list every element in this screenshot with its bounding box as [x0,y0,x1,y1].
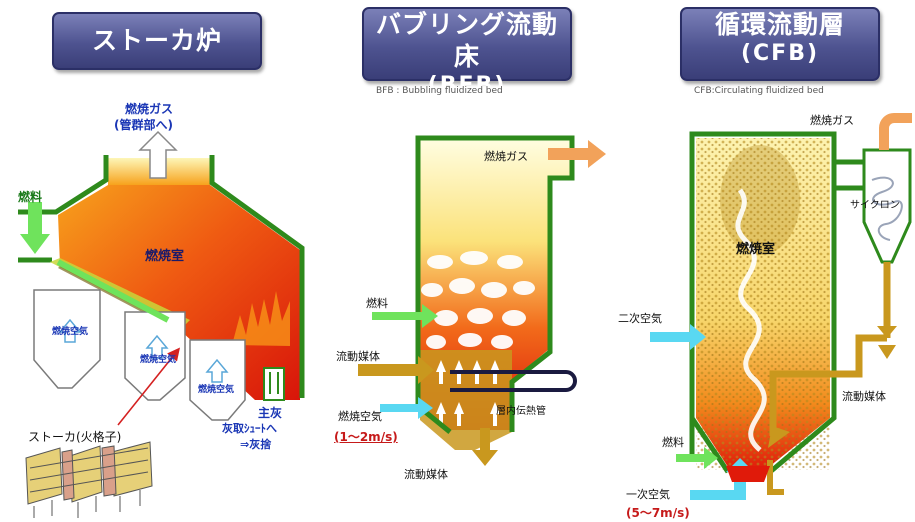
cfb-medium-label: 流動媒体 [842,390,886,403]
stoker-ash-dump-label: ⇒灰捨 [240,438,272,451]
bfb-fuel-label: 燃料 [366,297,388,310]
cfb-fuel-label: 燃料 [662,436,684,449]
bfb-medium-out-label: 流動媒体 [404,468,448,481]
cfb-velocity-label: (5～7m/s) [626,506,690,520]
stoker-title-box: ストーカ炉 [52,12,262,70]
stoker-air-label-3: 燃焼空気 [198,385,235,395]
bfb-subtitle: BFB : Bubbling fluidized bed [376,86,503,96]
bfb-velocity-label: (1～2m/s) [334,430,398,444]
cfb-exhaust-label: 燃焼ガス [810,114,854,127]
cfb-title: 循環流動層 [714,10,845,39]
stoker-chamber-label: 燃焼室 [145,249,185,264]
bfb-boiler [358,135,606,466]
bfb-tube-label: 層内伝熱管 [496,406,546,417]
stoker-furnace [18,130,305,518]
stoker-ash-chute-label: 灰取ｼｭｰﾄへ [222,422,277,435]
cfb-abbr: (CFB) [740,41,820,66]
cfb-cyclone-label: サイクロン [850,200,900,211]
bfb-air-label: 燃焼空気 [338,410,382,423]
stoker-air-label-2: 燃焼空気 [140,355,177,365]
cfb-subtitle: CFB:Circulating fluidized bed [694,86,824,96]
stoker-grate-label: ストーカ(火格子) [28,430,122,444]
cfb-secondary-air-label: 二次空気 [618,312,662,325]
stoker-air-label-1: 燃焼空気 [52,327,89,337]
bfb-title: バブリング流動床 [375,10,558,71]
bfb-exhaust-label: 燃焼ガス [484,150,528,163]
cfb-boiler [650,113,912,500]
grate-pictogram [25,441,153,518]
stoker-ash-label: 主灰 [258,406,283,420]
stoker-title: ストーカ炉 [91,26,222,55]
stoker-exhaust-label: 燃焼ガス [125,102,174,116]
bfb-title-box: バブリング流動床 (BFB) [362,7,572,98]
stoker-fuel-label: 燃料 [18,190,43,204]
bfb-medium-label: 流動媒体 [336,350,380,363]
bfb-abbr: (BFB) [427,73,507,98]
cfb-title-box: 循環流動層 (CFB) [680,7,880,81]
cfb-chamber-label: 燃焼室 [736,242,776,257]
cfb-primary-air-label: 一次空気 [626,488,670,501]
stoker-exhaust-sub-label: (管群部へ) [114,118,173,132]
